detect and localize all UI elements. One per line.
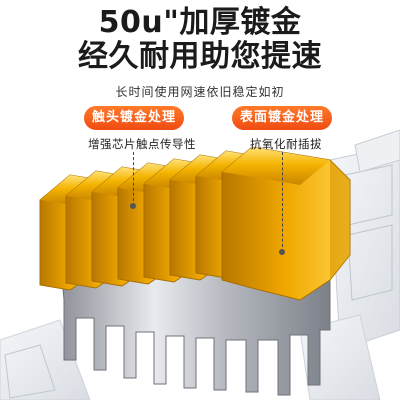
feature-description-contact: 增强芯片触点传导性	[88, 137, 196, 151]
feature-badge-surface-plating: 表面镀金处理	[232, 106, 332, 130]
headline-line-2: 经久耐用助您提速	[78, 39, 322, 74]
feature-description-surface: 抗氧化耐插拔	[250, 137, 322, 151]
callout-line-right	[282, 152, 283, 252]
callout-dot-left	[130, 203, 136, 209]
callout-line-left	[133, 152, 134, 206]
subtitle: 长时间使用网速依旧稳定如初	[115, 85, 285, 99]
gold-contacts	[39, 146, 351, 301]
gold-contact	[221, 146, 351, 301]
headline-line-1: 50u"加厚镀金	[98, 5, 302, 40]
feature-badge-contact-plating: 触头镀金处理	[84, 106, 184, 130]
callout-dot-right	[279, 249, 285, 255]
